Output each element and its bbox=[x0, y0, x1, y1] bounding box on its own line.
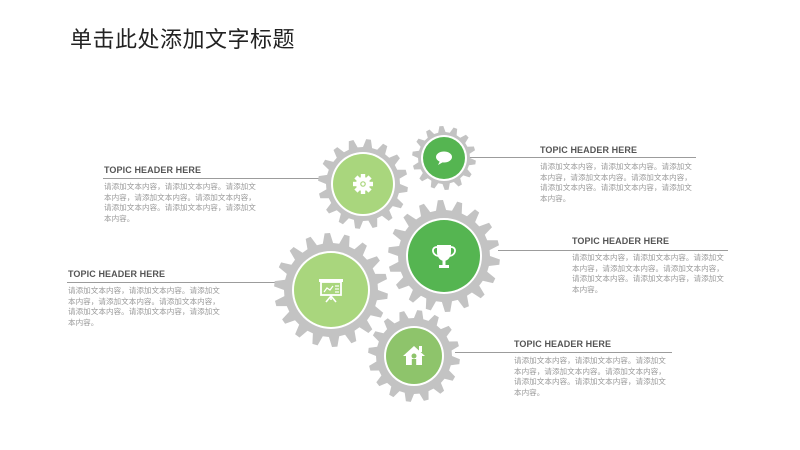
topic-block-left-top: TOPIC HEADER HERE 请添加文本内容，请添加文本内容。请添加文本内… bbox=[104, 165, 256, 224]
page-title: 单击此处添加文字标题 bbox=[70, 28, 296, 53]
topic-block-right-top: TOPIC HEADER HERE 请添加文本内容，请添加文本内容。请添加文本内… bbox=[540, 145, 692, 204]
topic-header: TOPIC HEADER HERE bbox=[68, 269, 166, 279]
connector-line-right-bottom bbox=[455, 352, 672, 353]
topic-body: 请添加文本内容，请添加文本内容。请添加文本内容，请添加文本内容。请添加文本内容，… bbox=[104, 182, 256, 223]
topic-header: TOPIC HEADER HERE bbox=[514, 339, 612, 349]
connector-line-left-mid bbox=[67, 282, 285, 283]
gear-icon bbox=[353, 174, 373, 194]
topic-body: 请添加文本内容，请添加文本内容。请添加文本内容，请添加文本内容。请添加文本内容，… bbox=[514, 356, 666, 397]
topic-body: 请添加文本内容，请添加文本内容。请添加文本内容，请添加文本内容。请添加文本内容，… bbox=[540, 162, 692, 203]
trophy-icon bbox=[432, 245, 456, 268]
connector-line-left-top bbox=[103, 178, 323, 179]
topic-block-right-bottom: TOPIC HEADER HERE 请添加文本内容，请添加文本内容。请添加文本内… bbox=[514, 339, 666, 398]
topic-header: TOPIC HEADER HERE bbox=[572, 236, 670, 246]
topic-block-left-mid: TOPIC HEADER HERE 请添加文本内容，请添加文本内容。请添加文本内… bbox=[68, 269, 220, 328]
topic-header: TOPIC HEADER HERE bbox=[104, 165, 202, 175]
chat-bubble-icon bbox=[436, 151, 452, 165]
topic-header: TOPIC HEADER HERE bbox=[540, 145, 638, 155]
gear-left-mid bbox=[274, 233, 388, 347]
presentation-chart-icon bbox=[319, 279, 343, 303]
topic-block-right-mid: TOPIC HEADER HERE 请添加文本内容，请添加文本内容。请添加文本内… bbox=[572, 236, 724, 295]
topic-body: 请添加文本内容，请添加文本内容。请添加文本内容，请添加文本内容。请添加文本内容，… bbox=[68, 286, 220, 327]
connector-line-right-mid bbox=[498, 250, 728, 251]
connector-line-right-top bbox=[468, 157, 696, 158]
home-icon bbox=[403, 346, 425, 365]
topic-body: 请添加文本内容，请添加文本内容。请添加文本内容，请添加文本内容。请添加文本内容，… bbox=[572, 253, 724, 294]
